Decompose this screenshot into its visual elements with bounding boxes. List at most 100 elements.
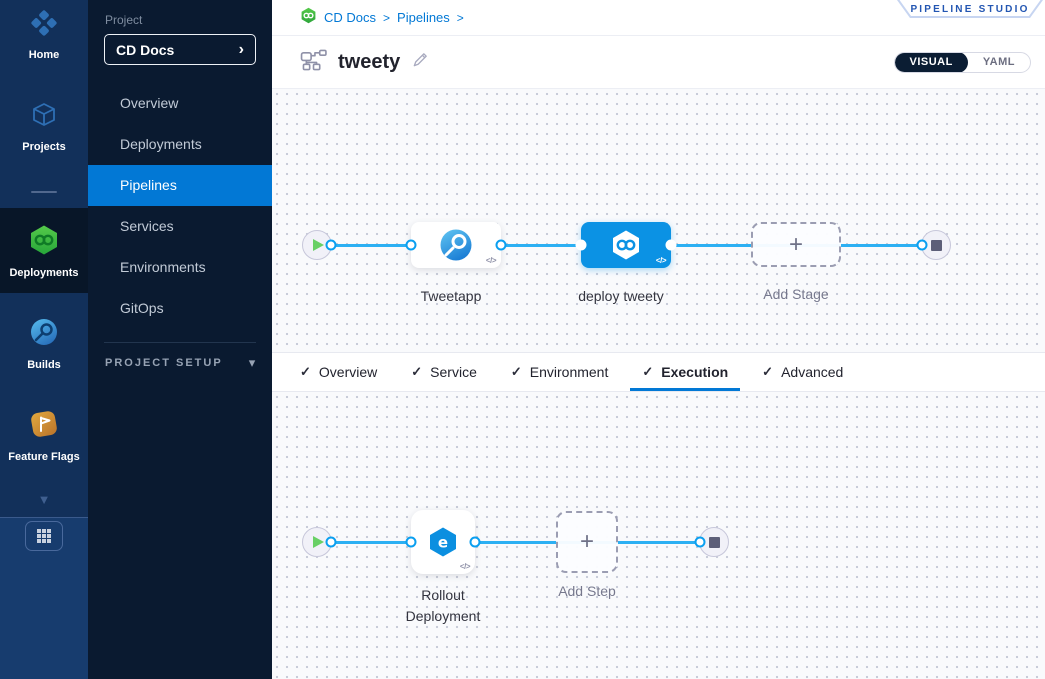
deploy-stage-icon: [440, 229, 472, 261]
code-icon: </>: [655, 256, 667, 265]
chevron-down-icon: ▾: [248, 355, 256, 370]
nav-rail-deployments-label: Deployments: [9, 267, 79, 279]
project-setup-toggle[interactable]: PROJECT SETUP ▾: [88, 355, 272, 371]
project-menu: Overview Deployments Pipelines Services …: [88, 83, 272, 329]
sidebar-item-environments[interactable]: Environments: [120, 259, 206, 275]
page-title: tweety: [338, 50, 401, 73]
add-stage-button[interactable]: +: [751, 222, 841, 267]
sidebar-item-services[interactable]: Services: [120, 218, 174, 234]
step-connector-line: [317, 541, 715, 544]
rail-collapse-icon[interactable]: ▼: [37, 492, 51, 507]
toggle-yaml-button[interactable]: YAML: [982, 56, 1015, 68]
sidebar-item-gitops[interactable]: GitOps: [120, 300, 164, 316]
connector-port[interactable]: [325, 536, 337, 548]
pipeline-icon: [300, 49, 327, 76]
nav-rail-feature-flags-label: Feature Flags: [8, 451, 80, 463]
execution-canvas[interactable]: e </> + Rollout Deployment Add Step: [272, 392, 1045, 679]
stage-node-deploy-tweety[interactable]: </>: [581, 222, 671, 268]
visual-yaml-toggle: VISUAL YAML: [893, 51, 1031, 73]
tab-environment[interactable]: ✓ Environment: [499, 353, 621, 391]
nav-rail-builds[interactable]: Builds: [0, 316, 88, 371]
sidebar-item-pipelines[interactable]: Pipelines: [88, 165, 272, 206]
projects-icon: [29, 100, 59, 135]
nav-rail-projects-label: Projects: [22, 141, 66, 153]
tab-service-label: Service: [430, 364, 477, 380]
breadcrumb: CD Docs > Pipelines >: [272, 0, 1045, 36]
rail-bottom-section: [0, 517, 88, 679]
check-icon: ✓: [411, 364, 423, 379]
chevron-right-icon: ›: [238, 40, 244, 58]
step-label-rollout-deployment[interactable]: Rollout Deployment: [405, 587, 481, 624]
project-section-label: Project: [105, 13, 143, 27]
nav-rail-deployments[interactable]: Deployments: [0, 208, 88, 293]
svg-text:e: e: [438, 534, 448, 552]
tab-execution[interactable]: ✓ Execution: [630, 353, 740, 391]
connector-port[interactable]: [405, 536, 417, 548]
nav-rail-home-label: Home: [28, 49, 60, 61]
step-node-rollout-deployment[interactable]: e </>: [411, 510, 475, 574]
connector-port[interactable]: [694, 536, 706, 548]
breadcrumb-project-link[interactable]: CD Docs: [324, 10, 377, 25]
tab-overview[interactable]: ✓ Overview: [288, 353, 389, 391]
play-icon: [313, 239, 324, 251]
nav-rail-home[interactable]: Home: [0, 8, 88, 61]
tab-overview-label: Overview: [318, 364, 378, 380]
nav-rail-feature-flags[interactable]: Feature Flags: [0, 408, 88, 463]
pipeline-title-bar: tweety VISUAL YAML: [272, 36, 1045, 89]
stop-icon: [930, 239, 942, 251]
home-icon: [29, 8, 59, 43]
connector-port[interactable]: [665, 239, 677, 251]
builds-icon: [28, 316, 60, 353]
project-selector[interactable]: CD Docs ›: [104, 34, 256, 65]
main-content: PIPELINE STUDIO CD Docs > Pipelines >: [272, 0, 1045, 679]
panel-divider: [104, 342, 256, 343]
rollout-step-icon: e: [430, 527, 456, 557]
tab-execution-label: Execution: [661, 364, 729, 380]
check-icon: ✓: [300, 364, 311, 379]
stage-label-tweetapp[interactable]: Tweetapp: [420, 288, 482, 304]
connector-port[interactable]: [916, 239, 928, 251]
plus-icon: +: [579, 528, 594, 555]
nav-rail-projects[interactable]: Projects: [0, 100, 88, 153]
add-step-label[interactable]: Add Step: [558, 583, 616, 599]
tab-service[interactable]: ✓ Service: [399, 353, 489, 391]
toggle-visual-button[interactable]: VISUAL: [894, 52, 968, 72]
pipeline-studio-badge-label: PIPELINE STUDIO: [897, 0, 1043, 18]
cd-stage-icon: [613, 230, 639, 260]
nav-rail-builds-label: Builds: [27, 359, 61, 371]
stage-label-deploy-tweety[interactable]: deploy tweety: [578, 288, 664, 304]
nav-rail: Home Projects Deployments: [0, 0, 88, 679]
stage-node-tweetapp[interactable]: </>: [411, 222, 501, 268]
edit-pencil-icon[interactable]: [411, 50, 430, 74]
add-step-button[interactable]: +: [556, 511, 618, 573]
breadcrumb-pipelines-link[interactable]: Pipelines: [397, 10, 450, 25]
connector-port[interactable]: [405, 239, 417, 251]
add-stage-label[interactable]: Add Stage: [763, 286, 829, 302]
connector-port[interactable]: [469, 536, 481, 548]
sidebar-item-deployments[interactable]: Deployments: [120, 136, 202, 152]
connector-port[interactable]: [325, 239, 337, 251]
stop-icon: [708, 536, 720, 548]
code-icon: </>: [485, 256, 497, 265]
sidebar-item-overview[interactable]: Overview: [120, 95, 179, 111]
check-icon: ✓: [510, 364, 522, 379]
pipeline-studio-badge: PIPELINE STUDIO: [897, 0, 1043, 18]
check-icon: ✓: [642, 364, 654, 379]
tab-advanced[interactable]: ✓ Advanced: [750, 353, 855, 391]
connector-port[interactable]: [495, 239, 507, 251]
plus-icon: +: [788, 230, 803, 258]
rail-divider: [31, 191, 57, 193]
connector-port[interactable]: [575, 239, 587, 251]
deployments-icon: [28, 224, 60, 261]
apps-grid-icon: [37, 529, 51, 543]
module-picker-button[interactable]: [25, 521, 63, 551]
tab-environment-label: Environment: [529, 364, 609, 380]
breadcrumb-separator: >: [383, 10, 391, 25]
check-icon: ✓: [762, 364, 774, 379]
stage-canvas[interactable]: </> </> + Tweetapp deploy: [272, 89, 1045, 352]
project-panel: Project CD Docs › Overview Deployments P…: [88, 0, 272, 679]
project-selector-value: CD Docs: [116, 41, 175, 58]
play-icon: [313, 536, 324, 548]
breadcrumb-separator: >: [456, 10, 464, 25]
